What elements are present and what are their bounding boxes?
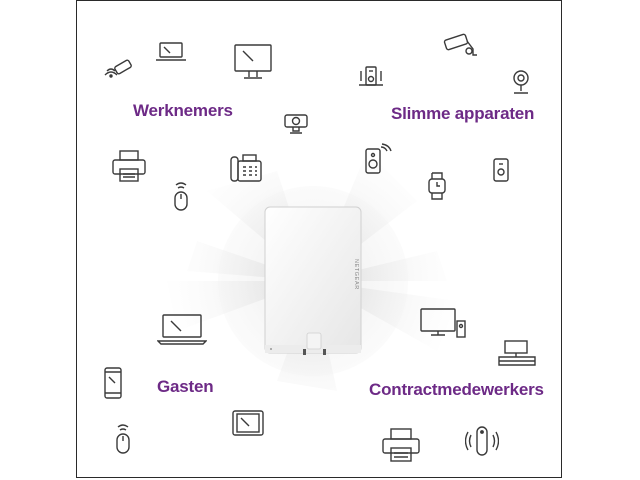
- group-label-employees: Werknemers: [133, 101, 233, 120]
- smartphone-icon: [103, 367, 123, 399]
- printer-icon: [111, 149, 147, 183]
- usb-wifi-dongle-icon: [103, 57, 133, 85]
- tv-icon: [419, 307, 467, 341]
- access-point-device: NETGEAR: [263, 205, 363, 359]
- image-frame: Werknemers Slimme apparaten Gasten Contr…: [76, 0, 562, 478]
- smartwatch-icon: [427, 171, 447, 201]
- group-label-contractors: Contractmedewerkers: [369, 380, 544, 399]
- laptop-icon: [157, 313, 207, 345]
- brand-logo-text: NETGEAR: [353, 259, 359, 290]
- desk-phone-icon: [229, 151, 263, 185]
- group-label-smart-devices: Slimme apparaten: [391, 104, 535, 123]
- laptop-icon: [155, 41, 187, 63]
- smart-plug-icon: [491, 157, 511, 183]
- home-camera-icon: [509, 69, 533, 97]
- tablet-icon: [231, 409, 265, 437]
- tv-stand-icon: [497, 339, 537, 367]
- smart-speaker-icon: [357, 59, 385, 91]
- webcam-icon: [283, 113, 309, 135]
- speaker-icon: [363, 143, 393, 175]
- wireless-mouse-icon: [113, 421, 133, 455]
- smart-speaker-icon: [465, 425, 499, 457]
- group-label-guests: Gasten: [157, 377, 214, 396]
- wireless-mouse-icon: [171, 179, 191, 211]
- monitor-icon: [233, 43, 273, 81]
- printer-icon: [381, 427, 421, 463]
- security-camera-icon: [441, 31, 479, 61]
